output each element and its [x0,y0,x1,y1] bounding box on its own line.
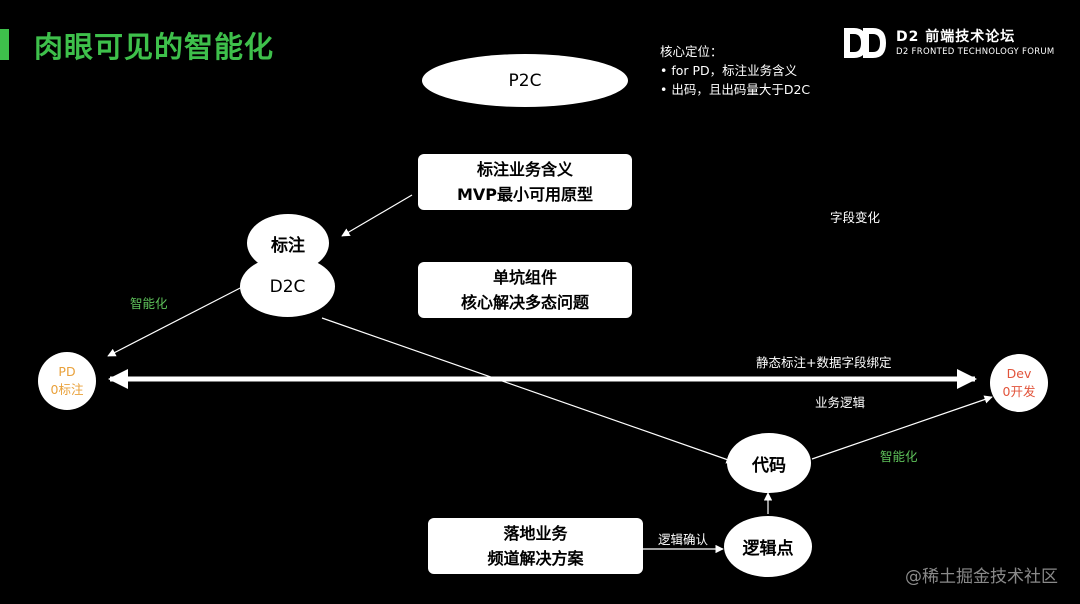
logo-name: D2 前端技术论坛 [896,29,1016,45]
pd-endpoint: PD 0标注 [38,352,96,410]
arrow-d2c-to-code [321,317,735,464]
box-line: 频道解决方案 [487,549,584,568]
dev-sub: 0开发 [1002,384,1036,399]
dev-name: Dev [1006,366,1032,381]
core-position-note: 核心定位： • for PD，标注业务含义 • 出码，且出码量大于D2C [660,42,810,99]
arrow-d2c-to-pd [107,283,249,357]
core-position-bullet: • 出码，且出码量大于D2C [660,82,811,97]
pd-name: PD [58,364,76,379]
arrow-box-to-annotate [341,194,413,237]
dev-endpoint: Dev 0开发 [990,354,1048,412]
core-position-bullet: • for PD，标注业务含义 [660,63,798,78]
code-node: 代码 [727,433,811,493]
smart-right-label: 智能化 [880,449,918,464]
core-position-heading: 核心定位： [660,44,723,59]
watermark: @稀土掘金技术社区 [905,567,1058,587]
d2-logo: D2 前端技术论坛 D2 FRONTED TECHNOLOGY FORUM [842,26,1062,66]
arrow-code-to-dev [811,395,993,460]
landing-box: 落地业务 频道解决方案 [428,518,643,574]
box-line: 核心解决多态问题 [460,293,589,312]
smart-left-label: 智能化 [130,296,168,311]
code-label: 代码 [752,455,786,476]
p2c-label: P2C [508,70,542,91]
field-change-label: 字段变化 [830,210,881,225]
business-meaning-box: 标注业务含义 MVP最小可用原型 [418,154,632,210]
title-accent-bar [0,29,9,60]
slide-title: 肉眼可见的智能化 [34,30,275,64]
d2c-label: D2C [269,276,306,297]
logic-point-node: 逻辑点 [724,516,812,577]
pd-sub: 0标注 [50,382,84,397]
logic-point-label: 逻辑点 [742,539,794,559]
d2-logo-mark-icon [844,28,886,58]
business-logic-label: 业务逻辑 [815,395,866,410]
logic-confirm-label: 逻辑确认 [658,532,709,547]
box-line: 落地业务 [503,524,568,543]
static-binding-label: 静态标注+数据字段绑定 [756,355,892,370]
d2c-node: D2C [240,256,335,317]
box-line: 标注业务含义 [476,160,573,179]
box-line: MVP最小可用原型 [456,185,594,204]
p2c-node: P2C [422,54,628,107]
logo-subtitle: D2 FRONTED TECHNOLOGY FORUM [896,47,1055,57]
single-slot-box: 单坑组件 核心解决多态问题 [418,262,632,318]
annotate-label: 标注 [271,235,305,256]
box-line: 单坑组件 [492,268,557,287]
